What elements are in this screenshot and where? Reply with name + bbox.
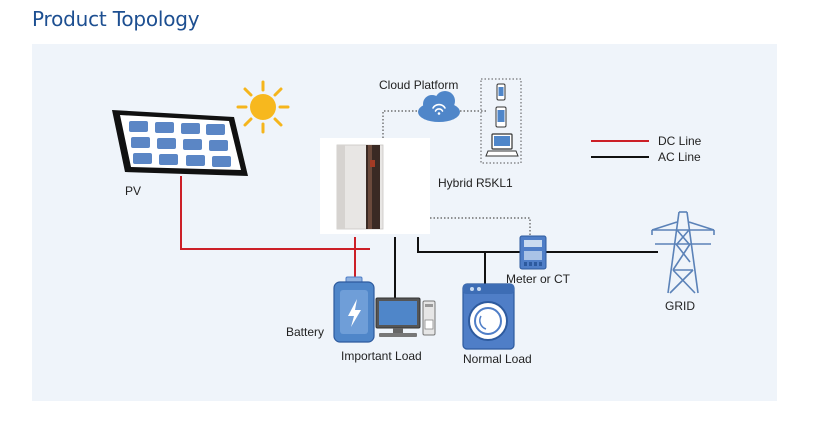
page-title: Product Topology xyxy=(32,7,200,31)
inverter-label: Hybrid R5KL1 xyxy=(438,176,513,190)
grid-label: GRID xyxy=(665,299,695,313)
normal-load-label: Normal Load xyxy=(463,352,532,366)
legend xyxy=(591,140,649,158)
legend-ac-label: AC Line xyxy=(658,150,701,164)
washing-machine-icon xyxy=(462,283,515,350)
cloud-platform-label: Cloud Platform xyxy=(379,78,459,92)
pv-label: PV xyxy=(125,184,142,198)
meter-label: Meter or CT xyxy=(506,272,571,286)
battery-icon xyxy=(333,276,375,343)
solar-panel-icon xyxy=(112,110,248,176)
battery-label: Battery xyxy=(286,325,325,339)
cloud-icon xyxy=(418,91,460,122)
monitoring-devices-icon xyxy=(480,78,522,164)
meter-icon xyxy=(519,235,547,270)
dc-lines xyxy=(180,176,370,278)
sun-icon xyxy=(236,80,290,134)
hybrid-inverter-icon xyxy=(320,138,430,234)
ac-lines xyxy=(394,237,658,305)
legend-dc-label: DC Line xyxy=(658,134,702,148)
communication-lines xyxy=(382,110,531,236)
important-load-label: Important Load xyxy=(341,349,422,363)
grid-tower-icon xyxy=(651,211,715,294)
computer-icon xyxy=(375,297,436,337)
